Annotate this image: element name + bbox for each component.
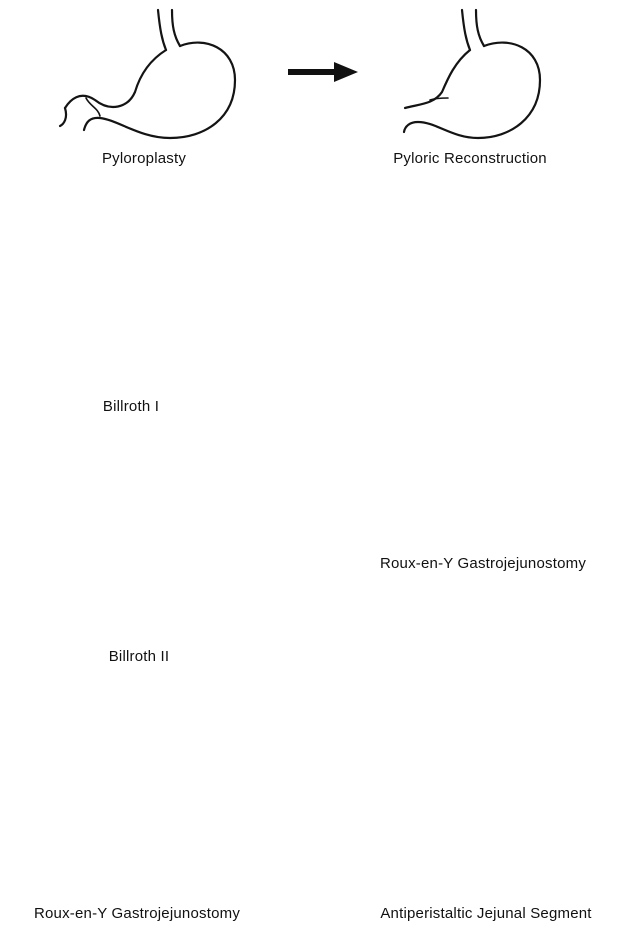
label-roux-en-y-source: Roux-en-Y Gastrojejunostomy bbox=[34, 905, 240, 922]
label-roux-en-y-result: Roux-en-Y Gastrojejunostomy bbox=[380, 555, 586, 572]
label-billroth-2: Billroth II bbox=[109, 648, 170, 665]
stomach-pyloric-reconstruction bbox=[404, 10, 540, 138]
label-billroth-1: Billroth I bbox=[103, 398, 159, 415]
label-antiperistaltic: Antiperistaltic Jejunal Segment bbox=[380, 905, 591, 922]
stomach-pyloroplasty bbox=[60, 10, 235, 138]
label-pyloric-reconstruction: Pyloric Reconstruction bbox=[393, 150, 547, 167]
label-pyloroplasty: Pyloroplasty bbox=[102, 150, 186, 167]
arrow-pyloroplasty-to-reconstruction bbox=[288, 62, 358, 82]
